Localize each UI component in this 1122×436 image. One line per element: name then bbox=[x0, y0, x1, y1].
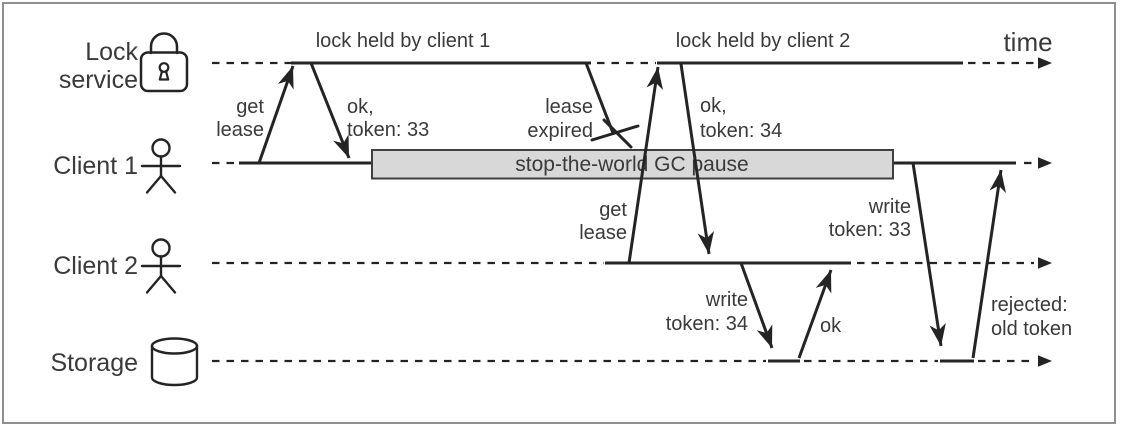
arrow-lease-expired-lost-message bbox=[584, 62, 640, 149]
lane-lock-service: Lock service bbox=[59, 32, 1052, 94]
arrow-get-lease-client2 bbox=[627, 66, 663, 264]
person-icon-client-1 bbox=[140, 138, 182, 194]
lock-held-by-client2-label: lock held by client 2 bbox=[676, 30, 851, 52]
label-get-lease-client2: get lease bbox=[579, 199, 627, 244]
arrow-ok-token-33 bbox=[309, 62, 351, 159]
label-get-lease-client2-line2: lease bbox=[579, 222, 627, 244]
label-write-token-33-line2: token: 33 bbox=[829, 219, 911, 241]
label-lease-expired-line1: lease bbox=[545, 96, 593, 118]
label-ok-write-34: ok bbox=[820, 315, 842, 337]
gc-pause-label: stop-the-world GC pause bbox=[515, 153, 748, 176]
lane-client-1: Client 1 bbox=[53, 138, 1052, 194]
label-write-token-34-line1: write bbox=[705, 289, 748, 311]
lane-label-client-1: Client 1 bbox=[53, 152, 138, 180]
lost-message-cross-stroke-2 bbox=[602, 118, 633, 149]
gc-pause-span: stop-the-world GC pause bbox=[371, 149, 894, 180]
label-rejected-old-token: rejected: old token bbox=[991, 294, 1072, 340]
arrow-write-token-34 bbox=[739, 262, 774, 349]
label-write-token-33-line1: write bbox=[868, 196, 911, 218]
arrow-rejected-old-token bbox=[971, 169, 1006, 359]
label-ok-token-33-line2: token: 33 bbox=[347, 119, 429, 141]
label-ok-token-34: ok, token: 34 bbox=[700, 95, 782, 142]
label-rejected-old-token-line1: rejected: bbox=[991, 294, 1068, 316]
arrow-ok-token-34 bbox=[679, 63, 715, 255]
label-get-lease-client1-line1: get bbox=[236, 96, 264, 118]
label-lease-expired: lease expired bbox=[527, 96, 593, 142]
lane-label-client-2: Client 2 bbox=[53, 252, 138, 280]
label-ok-token-33: ok, token: 33 bbox=[347, 96, 429, 141]
lane-label-storage: Storage bbox=[50, 349, 138, 377]
database-icon bbox=[150, 337, 199, 387]
arrow-write-token-33 bbox=[911, 162, 946, 347]
storage-timeline-arrowhead bbox=[1038, 355, 1052, 367]
label-write-token-34-line2: token: 34 bbox=[666, 313, 748, 335]
label-rejected-old-token-line2: old token bbox=[991, 318, 1072, 340]
arrow-get-lease-client1 bbox=[257, 65, 295, 164]
person-icon-client-2 bbox=[140, 238, 182, 294]
client2-timeline-arrowhead bbox=[1038, 257, 1052, 269]
diagram-border bbox=[2, 2, 1116, 424]
lane-label-lock-service-line2: service bbox=[59, 66, 138, 94]
label-ok-token-34-line1: ok, bbox=[700, 95, 727, 117]
lane-client-2: Client 2 bbox=[53, 238, 1052, 294]
lock-timeline-arrowhead bbox=[1038, 57, 1052, 69]
label-write-token-33: write token: 33 bbox=[829, 196, 911, 241]
padlock-icon bbox=[139, 32, 189, 93]
label-write-token-34: write token: 34 bbox=[666, 289, 748, 335]
gc-pause-box bbox=[371, 149, 894, 180]
label-get-lease-client1-line2: lease bbox=[216, 119, 264, 141]
label-get-lease-client1: get lease bbox=[216, 96, 264, 141]
client1-timeline-arrowhead bbox=[1038, 157, 1052, 169]
time-axis-label: time bbox=[1003, 27, 1052, 57]
label-lease-expired-line2: expired bbox=[527, 120, 593, 142]
label-ok-token-34-line2: token: 34 bbox=[700, 120, 782, 142]
arrow-ok-write-34 bbox=[797, 269, 833, 359]
lane-storage: Storage bbox=[50, 337, 1052, 387]
lock-held-by-client1-label: lock held by client 1 bbox=[316, 30, 491, 52]
label-get-lease-client2-line1: get bbox=[599, 199, 627, 221]
lane-label-lock-service-line1: Lock bbox=[85, 38, 138, 66]
label-ok-token-33-line1: ok, bbox=[347, 96, 374, 118]
